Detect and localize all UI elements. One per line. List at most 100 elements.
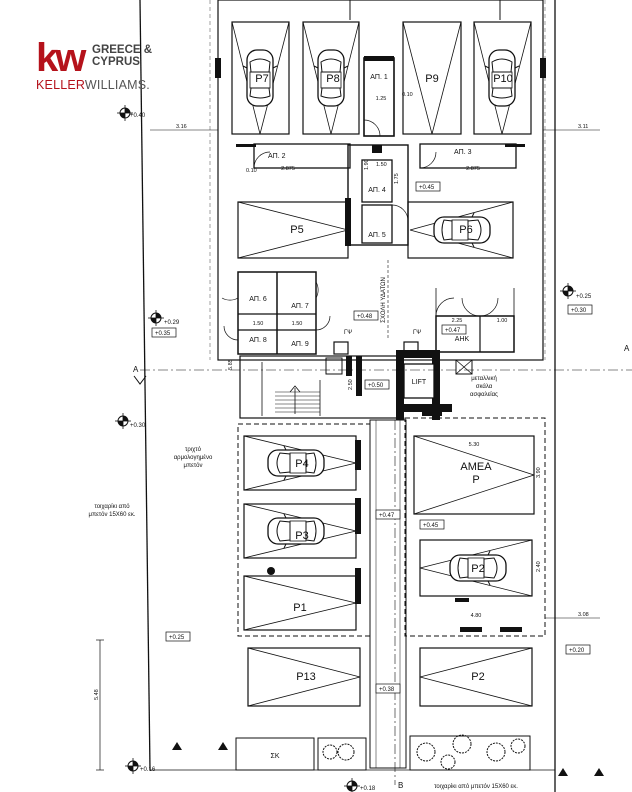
parking-space-p9: P9	[402, 21, 462, 135]
parking-space-p5: P5	[237, 201, 349, 259]
svg-text:4.80: 4.80	[471, 613, 482, 619]
section-line-a: A A	[133, 344, 632, 385]
svg-text:ΑΠ. 4: ΑΠ. 4	[368, 187, 386, 194]
lift: LIFT	[403, 363, 435, 399]
storage-block: ΑΠ. 6 ΑΠ. 7 ΑΠ. 8 ΑΠ. 9 1.50 1.50	[221, 271, 331, 355]
svg-text:B: B	[398, 781, 403, 790]
svg-text:A: A	[133, 365, 139, 374]
storage-ap4: ΑΠ. 4 1.50	[361, 159, 393, 203]
parking-space-p2-upper: P2 4.80 2.40	[419, 539, 542, 619]
svg-text:3.11: 3.11	[578, 124, 588, 130]
svg-text:2.50: 2.50	[348, 379, 354, 390]
svg-text:P6: P6	[459, 224, 472, 236]
svg-text:+0.18: +0.18	[360, 786, 376, 792]
svg-text:+0.47: +0.47	[379, 513, 395, 519]
svg-text:P2: P2	[471, 671, 484, 683]
svg-text:ΑΠ. 2: ΑΠ. 2	[268, 153, 286, 160]
vehicle-ramp	[369, 419, 407, 769]
kw-mark: kw	[36, 36, 86, 80]
keller-williams-logo: kw GREECE & CYPRUS KELLERWILLIAMS.	[36, 38, 166, 94]
svg-text:+0.35: +0.35	[155, 331, 171, 337]
ahk-room: ΑΗΚ 2.25 1.00	[435, 288, 515, 353]
svg-text:2.25: 2.25	[452, 318, 463, 324]
parking-space-amea: ΑΜΕΑ P 5.30 3.90	[413, 435, 542, 515]
svg-text:+0.50: +0.50	[368, 383, 384, 389]
svg-text:P2: P2	[471, 563, 484, 575]
kw-brand-name: KELLERWILLIAMS.	[36, 78, 150, 92]
parking-space-p10: P10	[473, 21, 532, 135]
svg-text:P13: P13	[296, 671, 316, 683]
svg-text:ΑΠ. 5: ΑΠ. 5	[368, 232, 386, 239]
svg-text:μεταλλική: μεταλλική	[471, 375, 497, 382]
svg-text:ασφαλείας: ασφαλείας	[470, 392, 498, 398]
svg-text:+0.45: +0.45	[423, 523, 439, 529]
space-label: P8	[326, 73, 339, 85]
plot-boundary-left	[139, 0, 151, 771]
svg-text:μπετόν: μπετόν	[184, 462, 203, 469]
svg-text:1.25: 1.25	[376, 96, 387, 102]
svg-text:μπετόν 15Χ60 εκ.: μπετόν 15Χ60 εκ.	[88, 511, 135, 518]
svg-text:P3: P3	[295, 530, 308, 542]
svg-text:P4: P4	[295, 458, 308, 470]
svg-text:+0.48: +0.48	[357, 314, 373, 320]
svg-text:ΑΠ. 9: ΑΠ. 9	[291, 341, 309, 348]
parking-space-p8: P8	[302, 21, 360, 135]
svg-text:ΓΨ: ΓΨ	[413, 330, 421, 336]
svg-text:ΑΠ. 1: ΑΠ. 1	[370, 74, 388, 81]
svg-text:5.85: 5.85	[228, 359, 234, 370]
svg-text:+0.30: +0.30	[130, 423, 146, 429]
svg-text:ΑΠ. 7: ΑΠ. 7	[291, 303, 309, 310]
parking-space-p3: P3	[243, 503, 357, 559]
svg-text:ΣΧΟΛΗ ΥΔΑΤΩΝ: ΣΧΟΛΗ ΥΔΑΤΩΝ	[381, 277, 387, 323]
parking-space-p4: P4	[243, 435, 357, 491]
space-label: P10	[493, 73, 513, 85]
parking-space-p13: P13	[247, 647, 361, 707]
svg-text:+0.20: +0.20	[569, 648, 585, 654]
upper-basement-outline	[217, 0, 544, 361]
lower-left-parking-zone	[237, 423, 371, 637]
svg-text:+0.25: +0.25	[576, 294, 592, 300]
svg-text:+0.38: +0.38	[379, 687, 395, 693]
svg-text:τοιχαρίκι από μπετόν 15Χ60 εκ.: τοιχαρίκι από μπετόν 15Χ60 εκ.	[434, 783, 518, 790]
svg-text:+0.25: +0.25	[169, 635, 185, 641]
svg-text:+0.30: +0.30	[571, 308, 587, 314]
space-label: P7	[255, 73, 268, 85]
section-line-b: B	[394, 420, 403, 790]
svg-text:1.75: 1.75	[394, 173, 400, 184]
svg-text:1.50: 1.50	[376, 162, 387, 168]
svg-text:3.90: 3.90	[536, 467, 542, 478]
svg-text:5.48: 5.48	[94, 689, 100, 700]
storage-ap5: ΑΠ. 5	[361, 204, 409, 244]
storage-sk: ΣΚ	[235, 737, 315, 771]
svg-text:+0.47: +0.47	[445, 328, 461, 334]
column-marker	[267, 567, 275, 575]
svg-text:+0.16: +0.16	[140, 767, 156, 773]
svg-text:ΑΗΚ: ΑΗΚ	[455, 336, 470, 343]
lower-right-parking-zone	[404, 417, 546, 637]
svg-text:1.90: 1.90	[364, 159, 370, 170]
svg-text:ΑΠ. 8: ΑΠ. 8	[249, 337, 267, 344]
planter-left	[317, 737, 367, 771]
storage-ap3: ΑΠ. 3 2.875	[419, 143, 525, 172]
svg-text:5.30: 5.30	[469, 442, 480, 448]
kw-region: GREECE & CYPRUS	[92, 44, 153, 68]
space-label: P9	[425, 73, 438, 85]
svg-text:2.875: 2.875	[281, 166, 295, 172]
metal-stair-icon	[455, 359, 473, 375]
parking-space-p2-lower: P2	[419, 647, 533, 707]
svg-text:1.00: 1.00	[497, 318, 508, 324]
svg-text:ΑΠ. 3: ΑΠ. 3	[454, 149, 472, 156]
svg-text:2.875: 2.875	[466, 166, 480, 172]
svg-text:P5: P5	[290, 224, 303, 236]
svg-text:2.40: 2.40	[536, 561, 542, 572]
svg-text:+0.40: +0.40	[130, 113, 146, 119]
svg-text:3.08: 3.08	[578, 612, 589, 618]
svg-text:ΓΨ: ΓΨ	[344, 330, 352, 336]
svg-text:+0.45: +0.45	[419, 185, 435, 191]
svg-text:P: P	[472, 474, 479, 486]
parking-space-p7: P7	[231, 21, 290, 135]
svg-text:ΣΚ: ΣΚ	[271, 753, 280, 760]
stair-flight	[261, 362, 321, 416]
svg-text:3.16: 3.16	[176, 124, 187, 130]
